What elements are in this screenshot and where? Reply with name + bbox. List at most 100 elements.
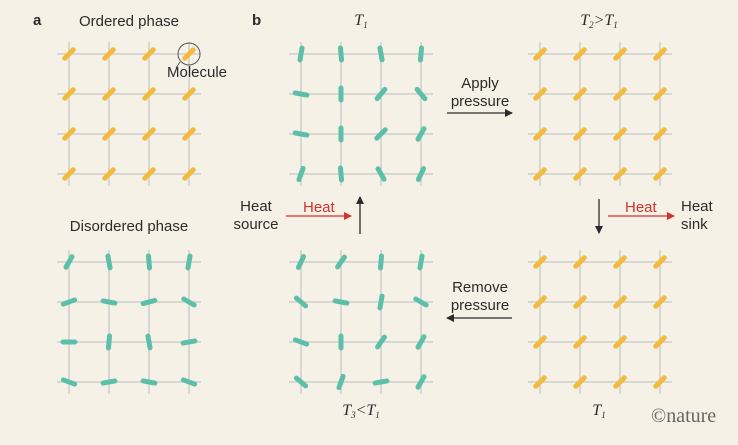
molecule	[60, 297, 78, 307]
temp-label-bottom-right: T1	[592, 402, 605, 424]
temp-symbol: T	[604, 12, 614, 29]
molecule	[292, 337, 310, 347]
molecule	[375, 334, 387, 350]
molecule	[653, 375, 667, 389]
molecule	[102, 47, 116, 61]
molecule-pointer-line	[175, 61, 181, 69]
temp-label-bottom-left: T3<T1	[342, 402, 380, 424]
molecule	[63, 254, 75, 270]
molecule	[185, 253, 193, 271]
molecule	[573, 87, 587, 101]
molecule	[613, 127, 627, 141]
heat-source-label: Heat source	[233, 198, 278, 234]
molecule	[142, 127, 156, 141]
molecule	[573, 335, 587, 349]
molecule	[145, 333, 153, 351]
temp-symbol: T	[354, 12, 364, 29]
molecule	[415, 126, 427, 142]
molecule	[102, 87, 116, 101]
temp-relation: <	[355, 402, 367, 419]
molecule	[100, 298, 118, 306]
temp-symbol: T	[580, 12, 590, 29]
molecule	[415, 374, 427, 390]
molecule	[105, 253, 113, 271]
molecule	[613, 47, 627, 61]
molecule	[533, 127, 547, 141]
molecule	[613, 167, 627, 181]
remove-line1: Remove	[452, 279, 508, 296]
molecule	[293, 375, 309, 389]
temp-relation: >	[593, 12, 605, 29]
molecule	[140, 297, 158, 307]
temp-subscript: 3	[351, 410, 356, 420]
disordered-phase-label: Disordered phase	[69, 218, 189, 235]
molecule	[374, 86, 388, 102]
molecule	[613, 335, 627, 349]
molecule	[142, 167, 156, 181]
molecule	[338, 85, 344, 103]
molecule	[613, 255, 627, 269]
molecule	[62, 127, 76, 141]
remove-line2: pressure	[450, 297, 510, 314]
heat-in-label: Heat	[303, 199, 335, 216]
molecule	[105, 333, 113, 351]
molecule	[182, 167, 196, 181]
molecule	[182, 47, 196, 61]
molecule	[295, 254, 307, 270]
molecule	[332, 298, 350, 306]
heat-sink-label: Heat sink	[681, 198, 713, 234]
molecule	[337, 45, 345, 63]
temp-subscript: 1	[375, 410, 380, 420]
molecule	[336, 373, 346, 391]
apply-line2: pressure	[450, 93, 510, 110]
molecule	[140, 378, 158, 386]
molecule	[533, 87, 547, 101]
molecule	[415, 334, 427, 350]
molecule	[533, 335, 547, 349]
molecule	[60, 377, 78, 387]
molecule-highlight-circle	[177, 42, 201, 66]
lattice-b-top-left	[289, 42, 433, 186]
molecule	[181, 296, 197, 308]
molecule	[573, 127, 587, 141]
apply-line1: Apply	[461, 75, 499, 92]
molecule	[100, 378, 118, 386]
molecule	[142, 47, 156, 61]
molecule	[613, 375, 627, 389]
temp-symbol: T	[366, 402, 376, 419]
molecule	[573, 167, 587, 181]
lattice-a-disordered	[57, 250, 201, 394]
molecule	[62, 167, 76, 181]
molecule	[337, 165, 345, 183]
lattice-b-bottom-left	[289, 250, 433, 394]
molecule	[182, 87, 196, 101]
ordered-phase-label: Ordered phase	[78, 13, 180, 30]
lattice-b-top-right	[528, 42, 672, 186]
molecule	[292, 90, 310, 98]
molecule	[297, 45, 305, 63]
molecule	[375, 166, 387, 182]
molecule	[653, 335, 667, 349]
molecule	[62, 87, 76, 101]
molecule	[573, 255, 587, 269]
molecule	[613, 295, 627, 309]
molecule	[296, 165, 306, 183]
apply-pressure-label: Apply pressure	[451, 75, 509, 111]
heat-source-line2: source	[233, 216, 279, 233]
temp-label-top-left: T1	[354, 12, 367, 34]
molecule	[415, 166, 427, 182]
molecule	[60, 339, 78, 345]
molecule	[292, 130, 310, 138]
molecule	[573, 375, 587, 389]
molecule	[533, 47, 547, 61]
temp-subscript: 1	[363, 20, 368, 30]
molecule	[613, 87, 627, 101]
heat-sink-line1: Heat	[681, 198, 713, 215]
molecule	[653, 87, 667, 101]
molecule	[180, 338, 198, 346]
molecule	[102, 127, 116, 141]
molecule-label: Molecule	[167, 64, 228, 81]
molecule	[653, 47, 667, 61]
